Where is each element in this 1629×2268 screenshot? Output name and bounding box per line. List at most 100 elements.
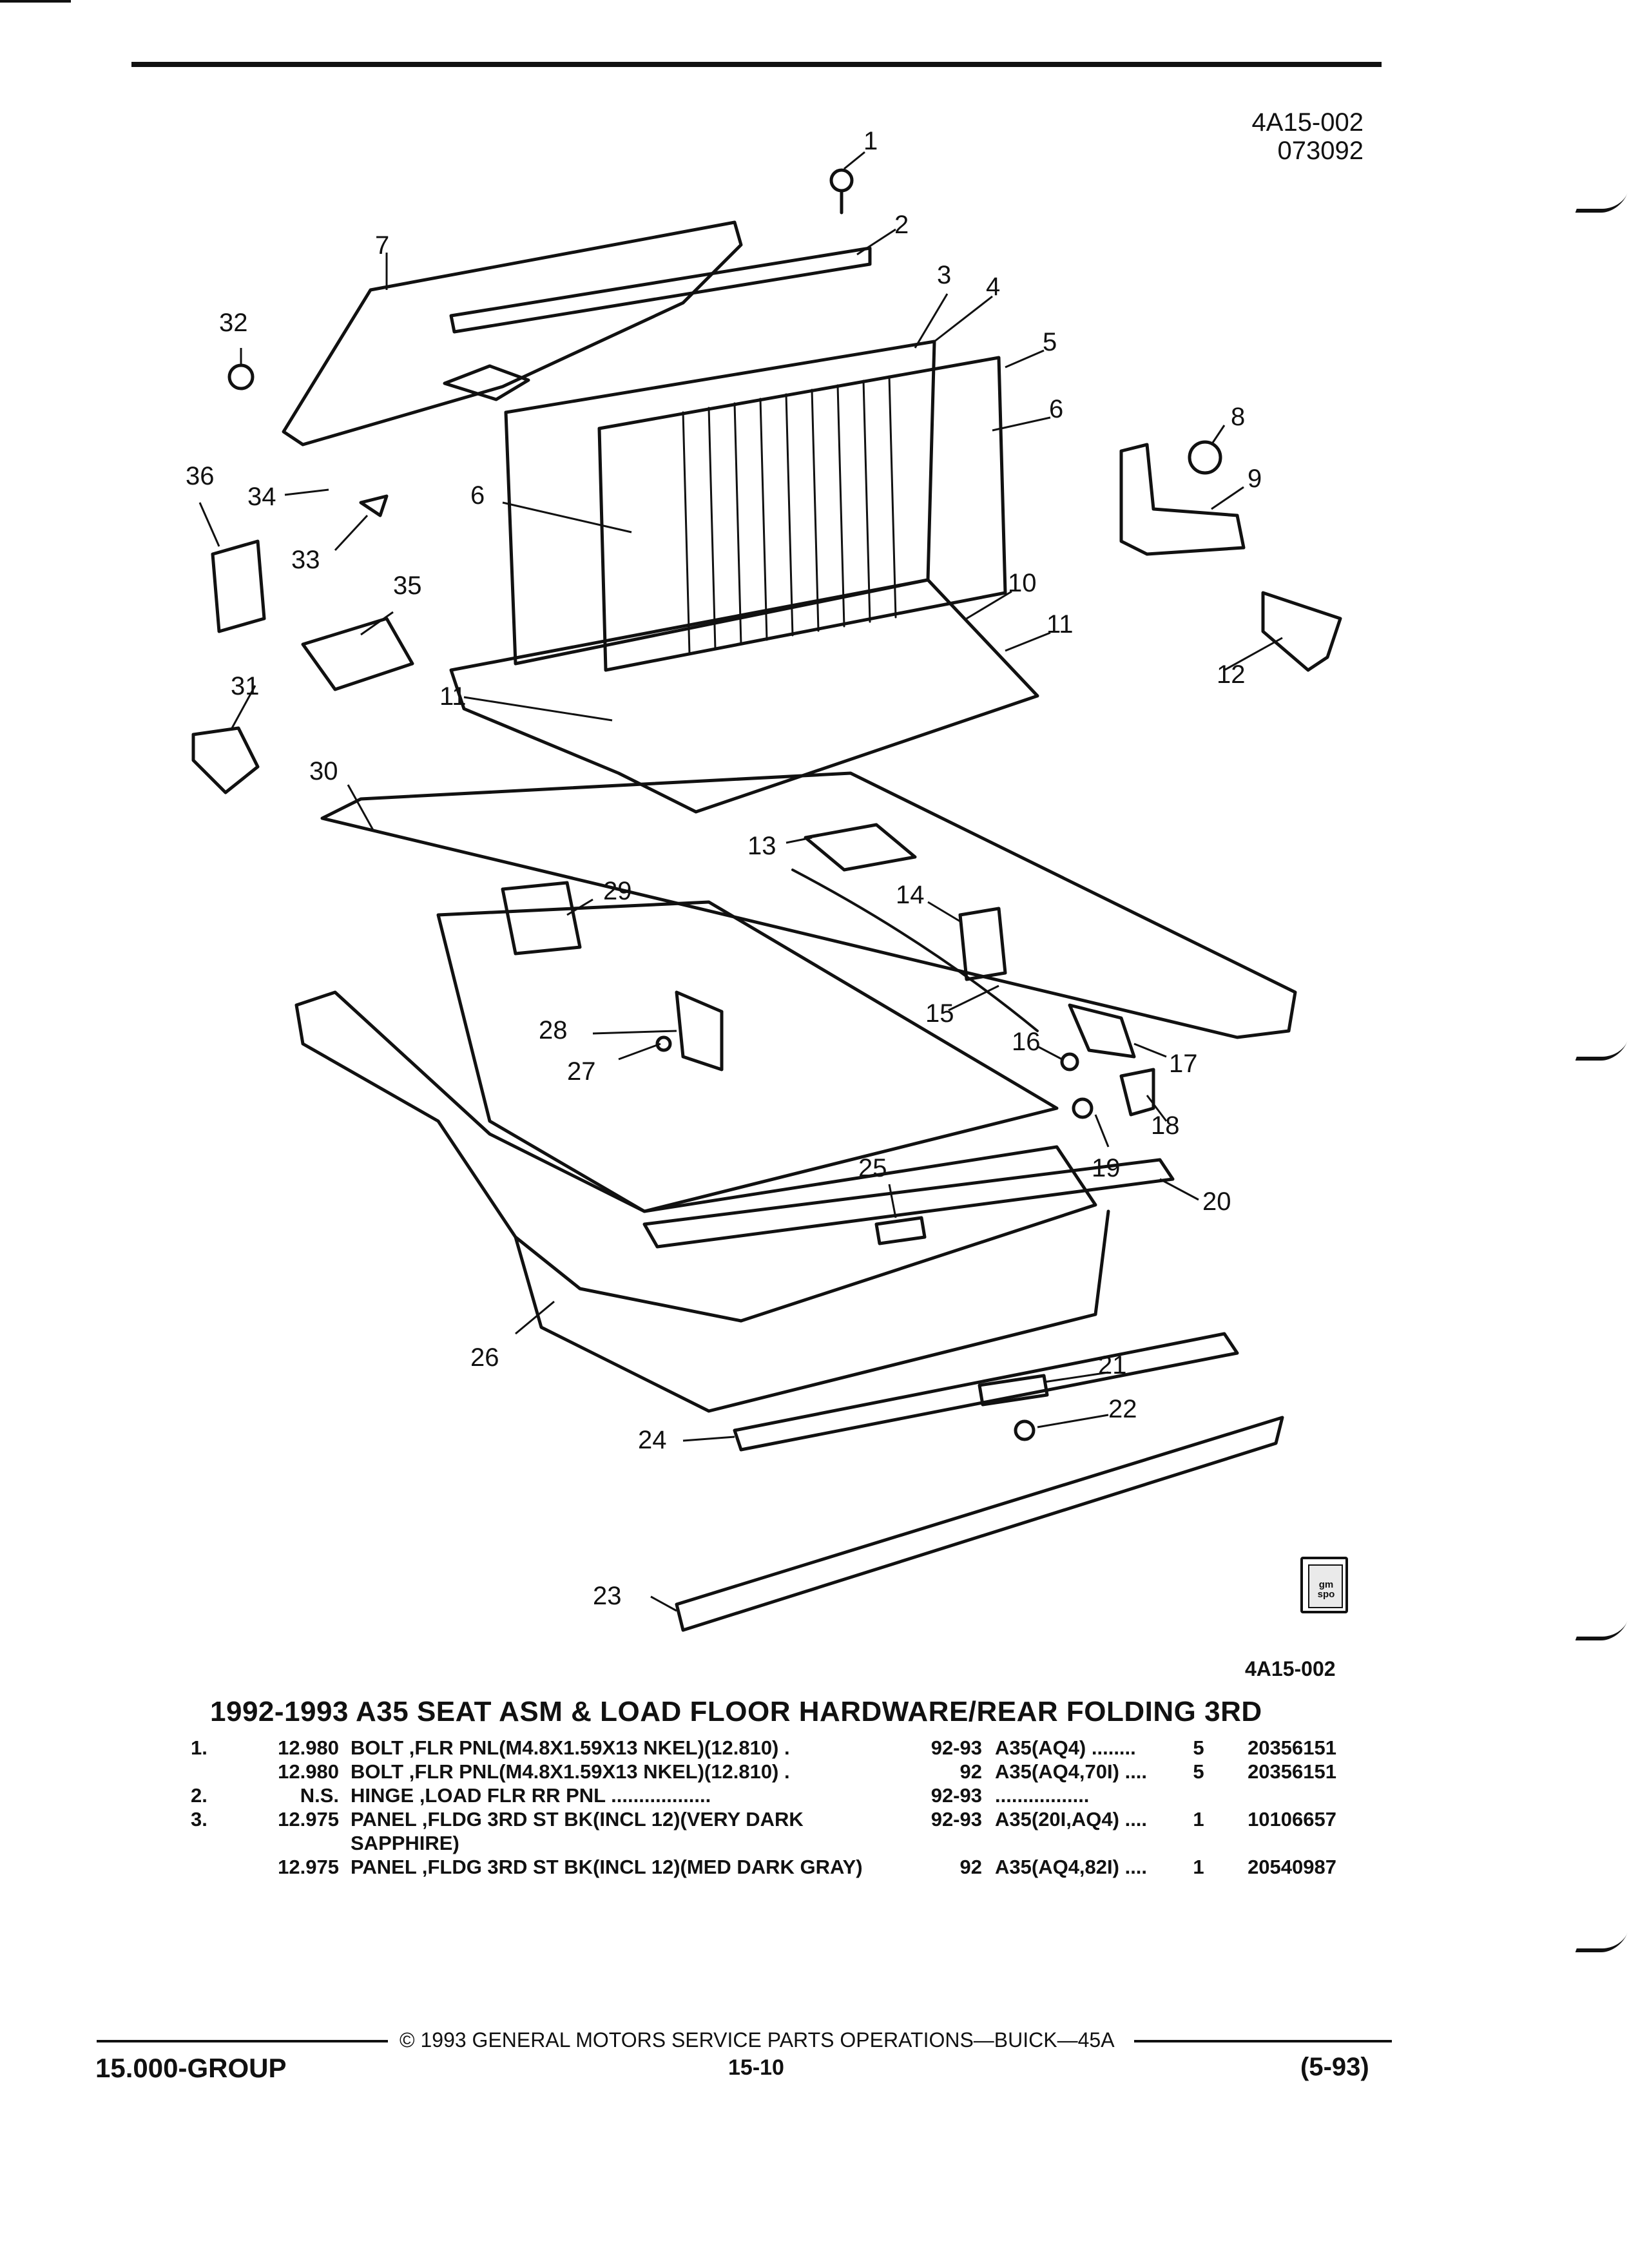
part-25-pull-strap xyxy=(874,1216,927,1245)
part-description: PANEL ,FLDG 3RD ST BK(INCL 12)(VERY DARK… xyxy=(351,1807,905,1855)
part-description: PANEL ,FLDG 3RD ST BK(INCL 12)(MED DARK … xyxy=(351,1855,905,1879)
callout-20: 20 xyxy=(1202,1187,1231,1216)
part-16-clip xyxy=(1060,1052,1079,1072)
model-years: 92 xyxy=(959,1760,982,1783)
model-years: 92-93 xyxy=(930,1736,982,1759)
part-15-cable xyxy=(791,869,1039,1032)
parts-row: 2.N.S.HINGE ,LOAD FLR RR PNL ...........… xyxy=(191,1783,1336,1807)
part-8-nut xyxy=(1188,440,1222,475)
part-19-bolt xyxy=(1072,1097,1094,1119)
part-13-hinge xyxy=(804,823,917,872)
part-26-load-floor-tub xyxy=(294,990,1097,1323)
callout-18: 18 xyxy=(1151,1111,1180,1140)
part-35-cover xyxy=(301,617,414,691)
part-9-hinge-assembly xyxy=(1119,443,1246,556)
quantity xyxy=(1183,1783,1214,1807)
callout-26: 26 xyxy=(470,1343,499,1372)
callout-31: 31 xyxy=(231,672,260,700)
callout-25: 25 xyxy=(858,1154,887,1182)
quantity: 1 xyxy=(1193,1808,1204,1831)
part-1-bolt-head xyxy=(829,168,854,193)
part-2-hinge-rail xyxy=(449,246,872,334)
part-detail: ,FLR PNL(M4.8X1.59X13 NKEL)(12.810) . xyxy=(409,1736,790,1759)
callout-19: 19 xyxy=(1092,1154,1121,1182)
callout-35: 35 xyxy=(393,572,422,600)
group-number: 12.980 xyxy=(278,1760,339,1783)
model-usage: A35(20I,AQ4) .... xyxy=(995,1808,1148,1831)
part-21-retainer xyxy=(978,1374,1049,1407)
callout-2: 2 xyxy=(894,211,909,239)
item-number: 3. xyxy=(191,1808,207,1831)
part-number: 20356151 xyxy=(1248,1760,1336,1783)
leader-lines xyxy=(198,151,1283,1612)
quantity: 5 xyxy=(1193,1760,1204,1783)
part-27-nut xyxy=(655,1035,672,1052)
part-33-clip xyxy=(359,494,389,517)
quantity: 1 xyxy=(1193,1856,1204,1878)
callout-15: 15 xyxy=(925,999,954,1028)
callout-22: 22 xyxy=(1108,1395,1137,1423)
callout-11b: 11 xyxy=(439,682,467,711)
part-17-latch-bracket xyxy=(1068,1003,1136,1059)
part-22-screw xyxy=(1014,1419,1036,1441)
footer-group: 15.000-GROUP xyxy=(95,2053,287,2083)
part-36-bracket xyxy=(211,539,266,633)
footer-copyright: © 1993 GENERAL MOTORS SERVICE PARTS OPER… xyxy=(400,2028,1115,2052)
part-description: BOLT ,FLR PNL(M4.8X1.59X13 NKEL)(12.810)… xyxy=(351,1736,905,1760)
callout-14: 14 xyxy=(896,881,925,909)
floor-inner-well xyxy=(436,900,1059,1213)
callout-27: 27 xyxy=(567,1057,596,1086)
callout-28: 28 xyxy=(539,1016,568,1044)
date-code: 073092 xyxy=(1277,137,1364,165)
part-name: HINGE xyxy=(351,1784,414,1807)
seat-back-ribs xyxy=(682,375,897,655)
part-detail: ,FLDG 3RD ST BK(INCL 12)(VERY DARK SAPPH… xyxy=(351,1808,804,1854)
callout-16: 16 xyxy=(1012,1028,1041,1056)
part-number xyxy=(1214,1783,1336,1807)
exploded-parts-diagram: 1 2 3 4 5 6 6 7 8 9 10 11 11 12 13 14 15… xyxy=(186,127,1342,1632)
part-number: 20356151 xyxy=(1248,1736,1336,1759)
item-number xyxy=(191,1855,253,1879)
group-number: 12.980 xyxy=(278,1736,339,1759)
footer-rule-left xyxy=(97,2040,388,2042)
callout-36: 36 xyxy=(186,462,215,490)
callout-34: 34 xyxy=(247,483,276,511)
part-number: 10106657 xyxy=(1248,1808,1336,1831)
callout-6: 6 xyxy=(1049,395,1063,423)
gm-spo-logo: gm spo xyxy=(1300,1557,1348,1613)
scan-edge-rule xyxy=(0,0,71,3)
model-years: 92 xyxy=(959,1856,982,1878)
callout-17: 17 xyxy=(1169,1050,1198,1078)
model-usage: A35(AQ4) ........ xyxy=(995,1736,1136,1759)
part-description: BOLT ,FLR PNL(M4.8X1.59X13 NKEL)(12.810)… xyxy=(351,1760,905,1783)
callout-6b: 6 xyxy=(470,481,485,510)
callout-4: 4 xyxy=(986,273,1000,301)
callout-33: 33 xyxy=(291,546,320,574)
part-12-bracket xyxy=(1261,591,1342,672)
footer-page-number: 15-10 xyxy=(728,2055,784,2080)
quantity: 5 xyxy=(1193,1736,1204,1759)
model-usage: A35(AQ4,70I) .... xyxy=(995,1760,1148,1783)
part-30-trim-edge xyxy=(320,771,1297,1039)
callout-23: 23 xyxy=(593,1582,622,1610)
part-23-cover-panel xyxy=(675,1416,1284,1632)
callout-11: 11 xyxy=(1046,610,1074,639)
figure-id: 4A15-002 xyxy=(1245,1657,1336,1680)
part-detail: ,FLDG 3RD ST BK(INCL 12)(MED DARK GRAY) xyxy=(421,1856,863,1878)
part-name: BOLT xyxy=(351,1736,404,1759)
part-31-lamp xyxy=(191,726,260,794)
callout-32: 32 xyxy=(219,309,248,337)
model-years: 92-93 xyxy=(930,1808,982,1831)
part-28-striker xyxy=(675,990,724,1072)
callout-13: 13 xyxy=(747,832,776,860)
part-29-latch xyxy=(501,881,582,956)
part-14-bracket xyxy=(958,907,1007,981)
part-detail: ,FLR PNL(M4.8X1.59X13 NKEL)(12.810) . xyxy=(409,1760,790,1783)
part-34-trim-handle xyxy=(443,364,530,401)
part-10-seat-cushion xyxy=(449,578,1039,814)
floor-tub-lower xyxy=(514,1209,1110,1413)
